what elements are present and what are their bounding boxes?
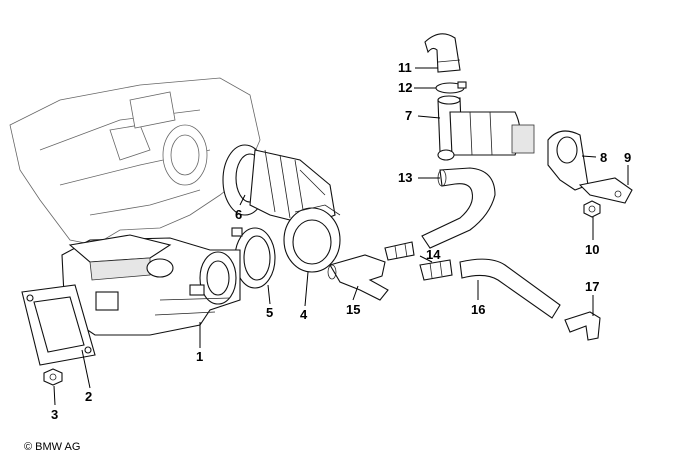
leader-lines <box>53 67 629 406</box>
callout-4: 4 <box>300 307 308 322</box>
copyright-text: © BMW AG <box>24 441 81 453</box>
callout-17: 17 <box>585 279 599 294</box>
bracket <box>578 177 633 204</box>
curved-hose <box>421 167 496 249</box>
callout-11: 11 <box>398 60 412 75</box>
callout-14: 14 <box>426 247 441 262</box>
callout-labels: 1 2 3 4 5 6 7 8 9 10 11 12 13 14 15 16 1… <box>51 60 631 422</box>
callout-2: 2 <box>85 389 92 404</box>
callout-6: 6 <box>235 207 242 222</box>
nut-small <box>583 200 601 218</box>
bent-hose <box>459 258 561 319</box>
callout-5: 5 <box>266 305 273 320</box>
hose-clamp <box>435 81 467 94</box>
clamp-ring <box>231 227 276 289</box>
elbow-hose <box>424 33 461 73</box>
callout-13: 13 <box>398 170 412 185</box>
callout-15: 15 <box>346 302 360 317</box>
intake-manifold <box>9 77 261 246</box>
nut <box>43 368 63 386</box>
callout-9: 9 <box>624 150 631 165</box>
callout-12: 12 <box>398 80 412 95</box>
y-piece <box>327 254 389 301</box>
connector-pieces <box>384 241 453 281</box>
callout-7: 7 <box>405 108 412 123</box>
bracket-ring <box>547 130 589 191</box>
idle-valve <box>437 95 535 161</box>
callout-3: 3 <box>51 407 58 422</box>
callout-10: 10 <box>585 242 599 257</box>
gasket-plate <box>21 284 96 366</box>
intake-boot <box>222 144 336 226</box>
callout-1: 1 <box>196 349 203 364</box>
air-flow-meter <box>61 234 241 336</box>
callout-16: 16 <box>471 302 485 317</box>
elbow-connector <box>564 311 601 341</box>
hose-coupling <box>283 204 341 273</box>
callout-8: 8 <box>600 150 607 165</box>
